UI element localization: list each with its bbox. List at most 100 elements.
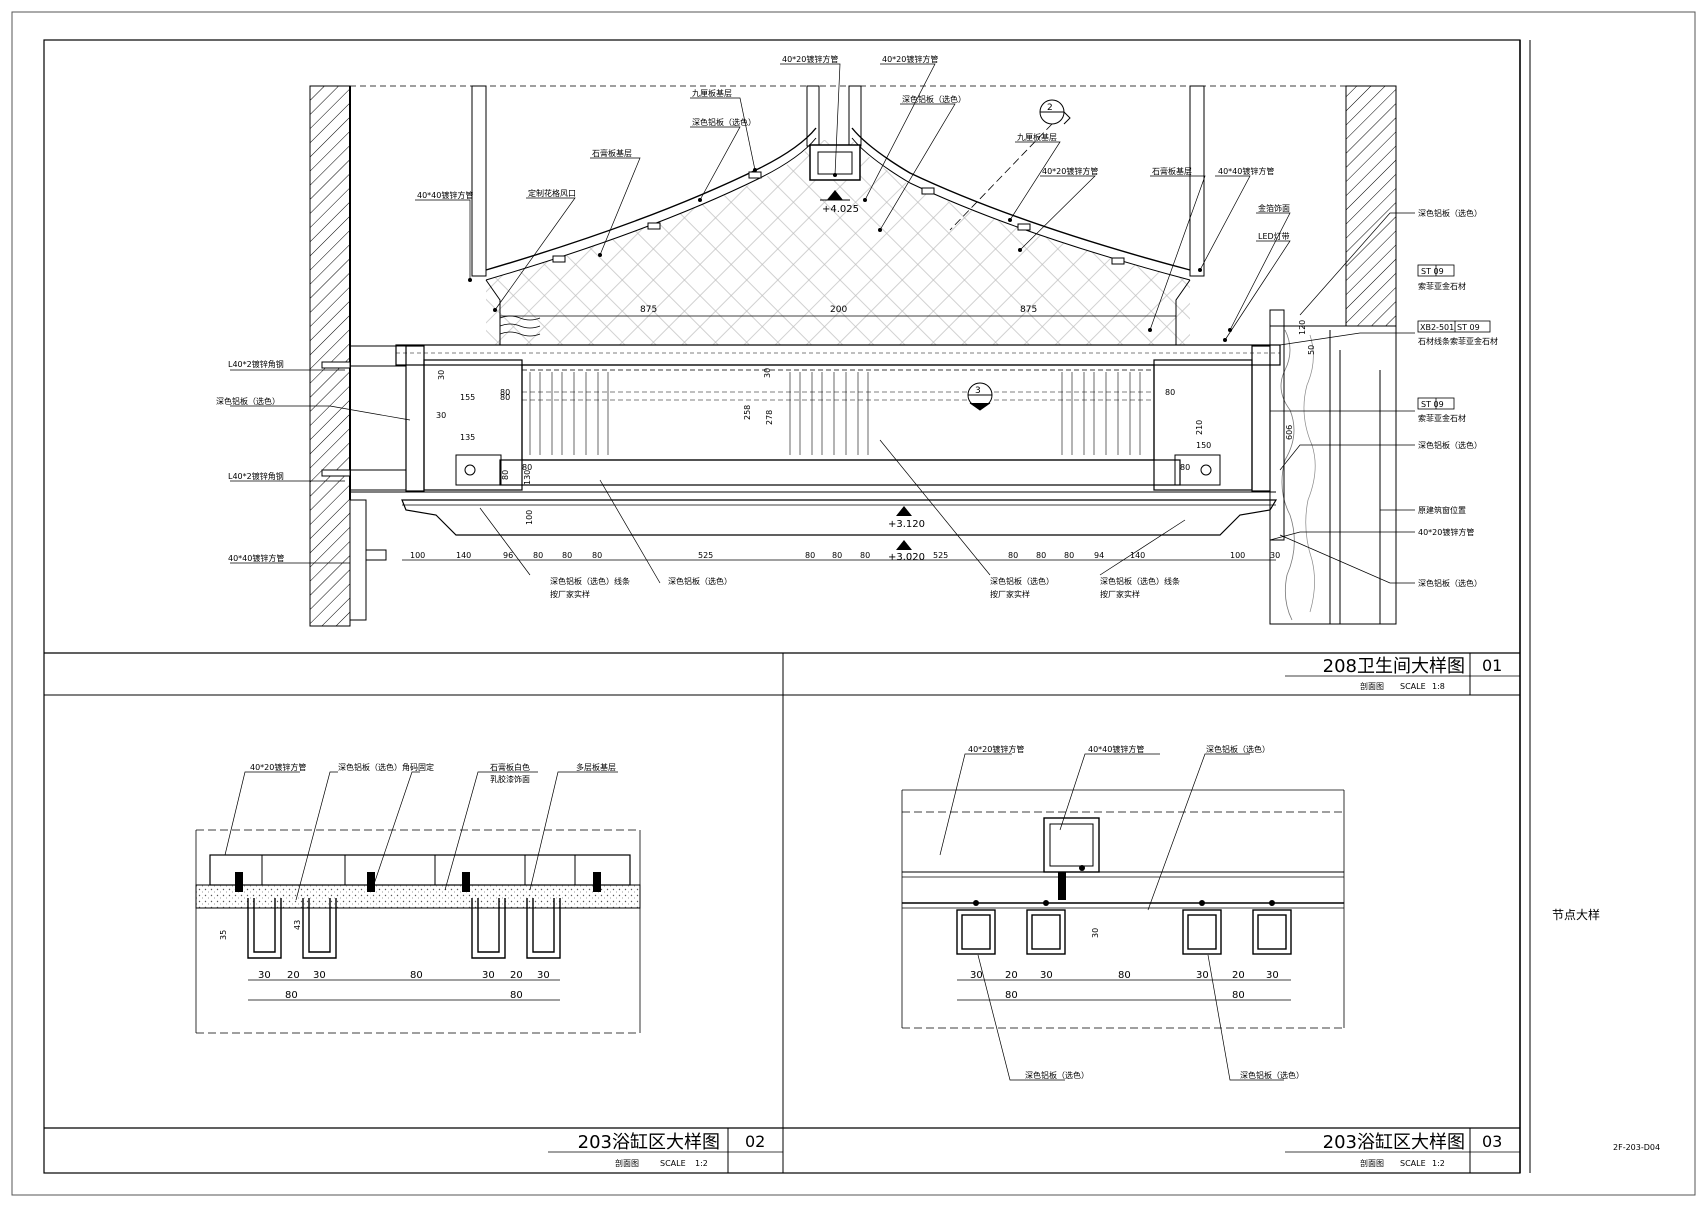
svg-text:石膏板基层: 石膏板基层 xyxy=(592,148,632,158)
svg-text:130: 130 xyxy=(523,470,532,485)
svg-text:九厘板基层: 九厘板基层 xyxy=(1017,132,1057,142)
svg-text:30: 30 xyxy=(1196,970,1209,981)
svg-text:40*40镀锌方管: 40*40镀锌方管 xyxy=(228,553,284,563)
right-wall-hatch xyxy=(1345,85,1397,327)
detail-01-title-block: 208卫生间大样图 01 剖面图 SCALE 1:8 xyxy=(1285,653,1520,695)
svg-text:278: 278 xyxy=(765,410,774,425)
svg-text:ST 09: ST 09 xyxy=(1421,267,1444,276)
left-wall-hatch xyxy=(309,85,351,627)
svg-text:30: 30 xyxy=(258,970,271,981)
svg-text:80: 80 xyxy=(592,551,602,560)
svg-text:80: 80 xyxy=(533,551,543,560)
svg-text:135: 135 xyxy=(460,433,475,442)
svg-text:50: 50 xyxy=(1307,345,1316,355)
svg-text:94: 94 xyxy=(1094,551,1104,560)
svg-text:80: 80 xyxy=(832,551,842,560)
svg-text:石材线条索菲亚金石材: 石材线条索菲亚金石材 xyxy=(1418,336,1498,346)
svg-text:43: 43 xyxy=(293,920,302,930)
svg-text:200: 200 xyxy=(830,305,847,315)
svg-text:155: 155 xyxy=(460,393,475,402)
detail-03-section: 30 20 30 80 30 20 30 80 80 30 40*20镀锌方管 … xyxy=(901,744,1345,1081)
sheet-code: 2F-203-D04 xyxy=(1613,1143,1661,1152)
svg-text:80: 80 xyxy=(500,388,510,397)
level-marker-3120: +3.120 xyxy=(888,506,925,530)
detail-02-title-block: 203浴缸区大样图 02 剖面图 SCALE 1:2 xyxy=(548,1128,783,1173)
svg-text:80: 80 xyxy=(510,990,523,1001)
svg-text:20: 20 xyxy=(287,970,300,981)
svg-text:30: 30 xyxy=(436,411,446,420)
svg-text:深色铝板（选色）角码固定: 深色铝板（选色）角码固定 xyxy=(338,762,434,772)
svg-text:原建筑窗位置: 原建筑窗位置 xyxy=(1418,505,1466,515)
svg-text:210: 210 xyxy=(1195,420,1204,435)
svg-text:80: 80 xyxy=(1118,970,1131,981)
right-window-zone xyxy=(1269,325,1397,625)
svg-text:80: 80 xyxy=(562,551,572,560)
svg-text:剖面图: 剖面图 xyxy=(1360,1158,1384,1168)
svg-text:30: 30 xyxy=(970,970,983,981)
svg-text:L40*2镀锌角钢: L40*2镀锌角钢 xyxy=(228,471,284,481)
svg-text:80: 80 xyxy=(501,470,510,480)
leader-lines xyxy=(230,63,1415,584)
svg-text:258: 258 xyxy=(743,405,752,420)
svg-text:深色铝板（选色）: 深色铝板（选色） xyxy=(692,117,756,127)
svg-text:30: 30 xyxy=(763,368,772,378)
svg-text:40*20镀锌方管: 40*20镀锌方管 xyxy=(1418,527,1474,537)
svg-text:1:2: 1:2 xyxy=(695,1159,708,1168)
svg-text:深色铝板（选色）: 深色铝板（选色） xyxy=(1025,1070,1089,1080)
svg-text:140: 140 xyxy=(1130,551,1145,560)
svg-text:80: 80 xyxy=(522,463,532,472)
svg-text:按厂家实样: 按厂家实样 xyxy=(550,589,590,599)
svg-text:80: 80 xyxy=(805,551,815,560)
svg-text:深色铝板（选色）: 深色铝板（选色） xyxy=(990,576,1054,586)
sheet-border xyxy=(11,11,1696,1196)
svg-text:深色铝板（选色）线条: 深色铝板（选色）线条 xyxy=(550,576,630,586)
svg-text:80: 80 xyxy=(1232,990,1245,1001)
svg-text:40*40镀锌方管: 40*40镀锌方管 xyxy=(1088,744,1144,754)
svg-text:30: 30 xyxy=(1266,970,1279,981)
svg-text:剖面图: 剖面图 xyxy=(615,1158,639,1168)
svg-text:30: 30 xyxy=(1270,551,1280,560)
svg-text:606: 606 xyxy=(1285,425,1294,440)
svg-text:80: 80 xyxy=(1036,551,1046,560)
svg-text:深色铝板（选色）线条: 深色铝板（选色）线条 xyxy=(1100,576,1180,586)
svg-text:140: 140 xyxy=(456,551,471,560)
section-marker-3: 3 xyxy=(967,382,993,411)
svg-text:525: 525 xyxy=(933,551,948,560)
detail-03-annotations: 40*20镀锌方管 40*40镀锌方管 深色铝板（选色） 深色铝板（选色） 深色… xyxy=(968,744,1304,1080)
svg-text:525: 525 xyxy=(698,551,713,560)
svg-text:01: 01 xyxy=(1482,656,1502,675)
svg-text:30: 30 xyxy=(1091,928,1100,938)
svg-text:80: 80 xyxy=(285,990,298,1001)
svg-text:石膏板白色: 石膏板白色 xyxy=(490,762,530,772)
svg-text:100: 100 xyxy=(1230,551,1245,560)
svg-text:深色铝板（选色）: 深色铝板（选色） xyxy=(216,396,280,406)
svg-text:875: 875 xyxy=(640,305,657,315)
svg-text:深色铝板（选色）: 深色铝板（选色） xyxy=(902,94,966,104)
svg-text:ST 09: ST 09 xyxy=(1421,400,1444,409)
svg-text:按厂家实样: 按厂家实样 xyxy=(1100,589,1140,599)
svg-text:+3.120: +3.120 xyxy=(888,519,925,530)
svg-text:03: 03 xyxy=(1482,1132,1502,1151)
svg-text:120: 120 xyxy=(1298,320,1307,335)
svg-text:深色铝板（选色）: 深色铝板（选色） xyxy=(1418,578,1482,588)
svg-text:80: 80 xyxy=(1005,990,1018,1001)
svg-text:35: 35 xyxy=(219,930,228,940)
svg-text:索菲亚金石材: 索菲亚金石材 xyxy=(1418,281,1466,291)
svg-text:40*20镀锌方管: 40*20镀锌方管 xyxy=(1042,166,1098,176)
svg-text:40*20镀锌方管: 40*20镀锌方管 xyxy=(250,762,306,772)
svg-text:80: 80 xyxy=(500,393,510,402)
svg-text:40*40镀锌方管: 40*40镀锌方管 xyxy=(417,190,473,200)
svg-text:20: 20 xyxy=(1232,970,1245,981)
svg-text:LED灯带: LED灯带 xyxy=(1258,231,1290,241)
svg-text:30: 30 xyxy=(482,970,495,981)
svg-text:剖面图: 剖面图 xyxy=(1360,681,1384,691)
svg-text:30: 30 xyxy=(437,370,446,380)
svg-text:100: 100 xyxy=(410,551,425,560)
level-marker-3020: +3.020 xyxy=(888,540,925,563)
svg-text:40*20镀锌方管: 40*20镀锌方管 xyxy=(968,744,1024,754)
svg-text:80: 80 xyxy=(410,970,423,981)
svg-text:30: 30 xyxy=(1040,970,1053,981)
svg-text:40*20镀锌方管: 40*20镀锌方管 xyxy=(782,54,838,64)
svg-text:203浴缸区大样图: 203浴缸区大样图 xyxy=(1323,1131,1465,1153)
